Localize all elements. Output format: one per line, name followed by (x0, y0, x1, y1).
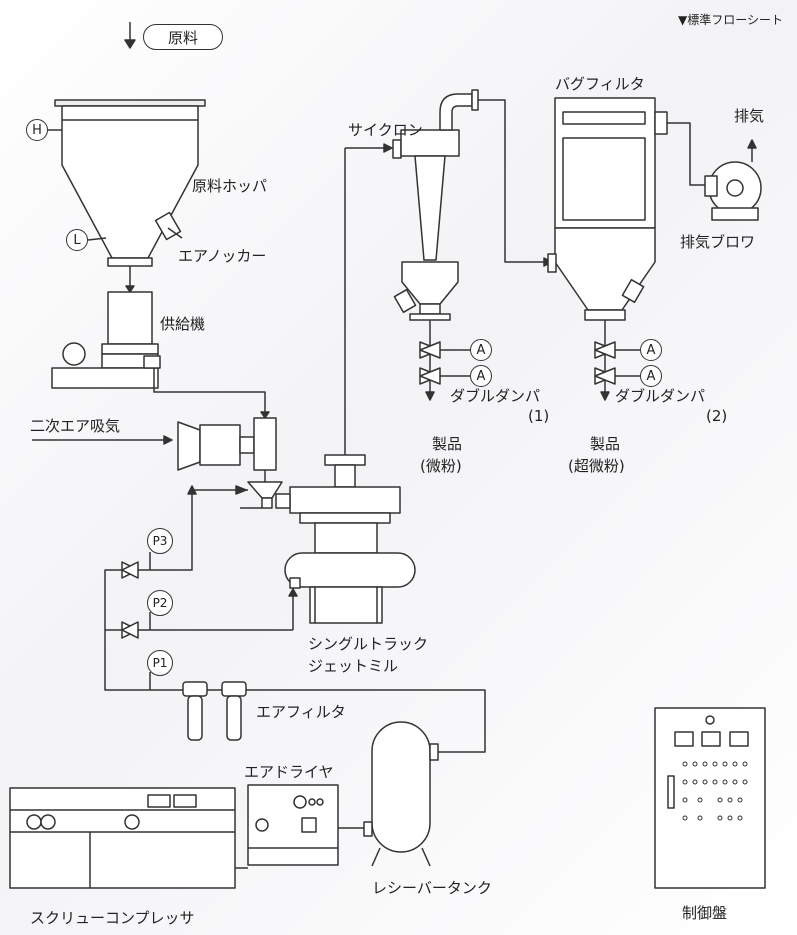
double-damper-2 (594, 320, 640, 401)
receiver-tank (371, 721, 439, 867)
flowsheet-note: ▼標準フローシート (678, 13, 783, 27)
feeder-label: 供給機 (160, 315, 206, 333)
compressor-label: スクリューコンプレッサ (30, 909, 195, 927)
air-filter-label: エアフィルタ (256, 703, 346, 721)
damper1-valve-lower: A (470, 365, 492, 387)
raw-material-arrow (124, 22, 136, 49)
hopper-label: 原料ホッパ (192, 177, 268, 195)
exhaust-blower-label: 排気ブロワ (680, 233, 756, 251)
level-switch-high: H (26, 119, 48, 141)
control-panel (654, 707, 766, 889)
damper1-number: (1) (528, 407, 550, 425)
pressure-gauge-p2: P2 (147, 590, 173, 616)
pressure-gauge-p3: P3 (147, 528, 173, 554)
damper2-valve-lower: A (640, 365, 662, 387)
level-switch-low: L (66, 229, 88, 251)
secondary-air-intake (32, 417, 277, 482)
receiver-tank-label: レシーバータンク (372, 879, 492, 897)
damper2-valve-upper: A (640, 339, 662, 361)
air-dryer-label: エアドライヤ (244, 763, 334, 781)
raw-material-label: 原料 (143, 24, 223, 50)
cyclone (392, 89, 479, 321)
secondary-air-label: 二次エア吸気 (30, 417, 121, 435)
air-filters (182, 681, 247, 741)
bag-filter-label: バグフィルタ (555, 75, 645, 93)
feeder (51, 266, 161, 389)
screw-compressor (9, 787, 248, 889)
jet-mill-label-2: ジェットミル (308, 657, 399, 675)
product2-label: 製品 (590, 435, 621, 453)
pressure-gauge-p1: P1 (147, 650, 173, 676)
cyclone-label: サイクロン (348, 121, 423, 139)
bag-filter (554, 97, 668, 321)
exhaust-label: 排気 (734, 107, 765, 125)
product2-sub: (超微粉) (568, 457, 625, 475)
product1-label: 製品 (432, 435, 463, 453)
damper1-label: ダブルダンパ (450, 387, 541, 405)
air-knocker (154, 211, 183, 241)
product1-sub: (微粉) (420, 457, 462, 475)
air-dryer (247, 784, 373, 866)
damper1-valve-upper: A (470, 339, 492, 361)
air-knocker-label: エアノッカー (178, 247, 267, 265)
damper2-label: ダブルダンパ (615, 387, 706, 405)
jet-mill (275, 148, 416, 624)
jet-mill-label-1: シングルトラック (308, 635, 429, 653)
control-panel-label: 制御盤 (682, 904, 728, 922)
damper2-number: (2) (706, 407, 728, 425)
double-damper-1 (419, 320, 470, 401)
exhaust-blower (667, 122, 762, 221)
